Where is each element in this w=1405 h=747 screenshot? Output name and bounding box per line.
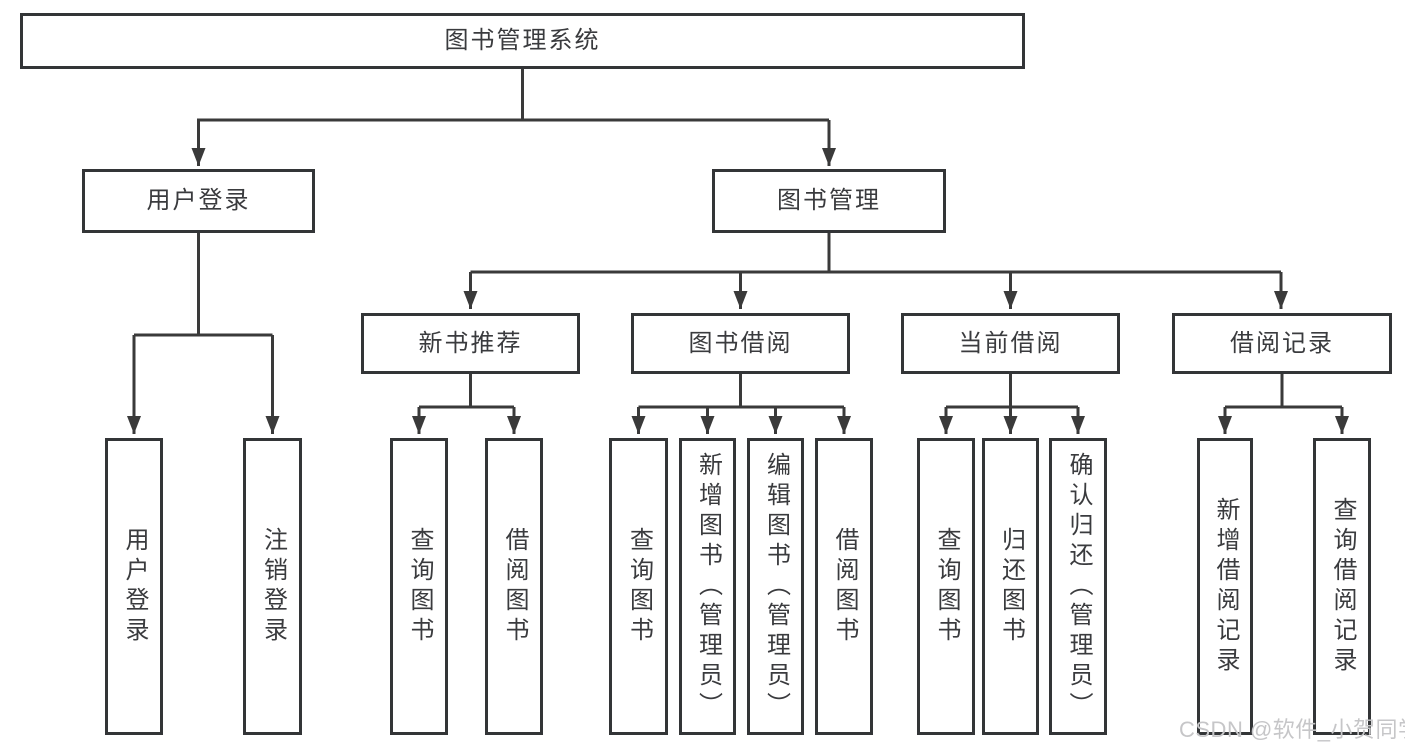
connector-user-login-split: [134, 233, 273, 337]
leaf-user-login-label: 用户登录: [121, 526, 148, 647]
leaf-nbr-query-books-label: 查询图书: [406, 526, 433, 647]
connector-book-mgmt-split: [470, 233, 1281, 274]
leaf-cb-return-books-label: 归还图书: [997, 526, 1025, 647]
leaf-bb-edit-books-admin: 编辑图书（管理员）: [747, 438, 804, 735]
connector-new-book-rec-split: [419, 374, 514, 409]
node-user-login: 用户登录: [82, 169, 315, 233]
leaf-logout: 注销登录: [243, 438, 302, 735]
leaf-cb-query-books: 查询图书: [917, 438, 975, 735]
node-new-book-rec: 新书推荐: [361, 313, 580, 374]
node-borrow-record: 借阅记录: [1172, 313, 1392, 374]
leaf-cb-query-books-label: 查询图书: [933, 526, 960, 647]
leaf-br-query-record-label: 查询借阅记录: [1329, 496, 1356, 677]
leaf-cb-return-books: 归还图书: [982, 438, 1039, 735]
leaf-nbr-query-books: 查询图书: [390, 438, 448, 735]
leaf-bb-query-books-label: 查询图书: [625, 526, 653, 647]
leaf-br-query-record: 查询借阅记录: [1313, 438, 1371, 735]
node-new-book-rec-label: 新书推荐: [418, 329, 523, 357]
node-book-borrow-label: 图书借阅: [688, 329, 793, 357]
node-root-system: 图书管理系统: [20, 13, 1025, 69]
node-book-mgmt-label: 图书管理: [777, 187, 881, 214]
csdn-watermark: CSDN @软件_小贺同学: [1179, 717, 1405, 742]
leaf-cb-confirm-return-admin: 确认归还（管理员）: [1049, 438, 1107, 735]
leaf-bb-query-books: 查询图书: [609, 438, 668, 735]
leaf-bb-add-books-admin-label: 新增图书（管理员）: [694, 451, 722, 722]
leaf-nbr-borrow-books: 借阅图书: [485, 438, 543, 735]
node-current-borrow-label: 当前借阅: [958, 329, 1063, 357]
node-user-login-label: 用户登录: [146, 187, 251, 214]
leaf-bb-borrow-books: 借阅图书: [815, 438, 873, 735]
node-current-borrow: 当前借阅: [901, 313, 1120, 374]
leaf-bb-add-books-admin: 新增图书（管理员）: [679, 438, 736, 735]
node-book-mgmt: 图书管理: [712, 169, 946, 233]
leaf-bb-borrow-books-label: 借阅图书: [831, 526, 858, 647]
connector-current-borrow-split: [946, 374, 1078, 409]
leaf-bb-edit-books-admin-label: 编辑图书（管理员）: [762, 451, 790, 722]
leaf-nbr-borrow-books-label: 借阅图书: [501, 526, 528, 647]
node-root-label: 图书管理系统: [444, 27, 601, 54]
leaf-br-add-record-label: 新增借阅记录: [1212, 496, 1239, 677]
node-borrow-record-label: 借阅记录: [1230, 329, 1334, 357]
node-book-borrow: 图书借阅: [631, 313, 850, 374]
connector-book-borrow-split: [638, 374, 844, 409]
connector-root-trunk: [197, 68, 829, 122]
leaf-logout-label: 注销登录: [259, 526, 287, 647]
leaf-user-login: 用户登录: [105, 438, 163, 735]
connector-borrow-record-split: [1225, 374, 1342, 409]
leaf-cb-confirm-return-admin-label: 确认归还（管理员）: [1065, 451, 1092, 722]
leaf-br-add-record: 新增借阅记录: [1197, 438, 1253, 735]
